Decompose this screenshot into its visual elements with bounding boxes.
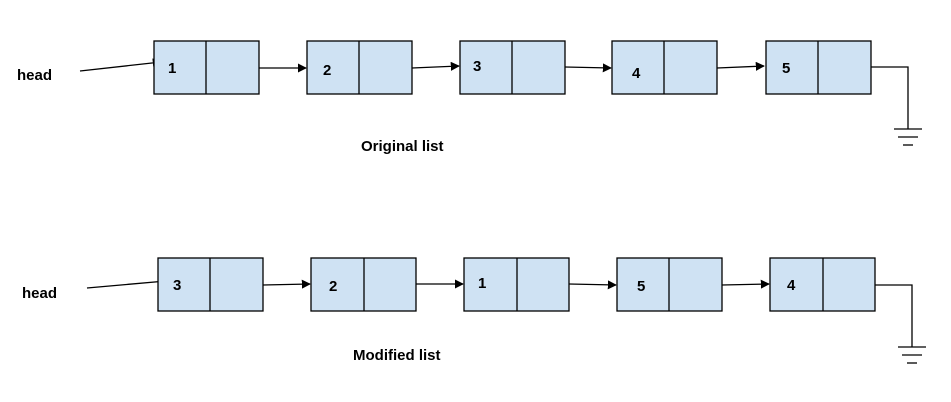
list-node: 2 bbox=[310, 257, 417, 312]
next-arrow bbox=[568, 280, 617, 290]
node-value: 3 bbox=[473, 58, 481, 75]
null-ground-icon bbox=[871, 66, 922, 146]
next-arrow bbox=[564, 63, 612, 73]
node-value: 2 bbox=[323, 62, 331, 79]
next-arrow bbox=[716, 61, 765, 71]
head-pointer-arrow bbox=[86, 277, 167, 289]
node-value: 3 bbox=[173, 277, 181, 294]
node-value: 4 bbox=[632, 65, 641, 82]
list-caption: Original list bbox=[361, 138, 444, 155]
list-node: 1 bbox=[153, 40, 260, 95]
head-label: head bbox=[22, 285, 57, 302]
original-list: head 1 2 3 4 5 bbox=[17, 40, 922, 155]
list-node: 1 bbox=[463, 257, 570, 312]
list-node: 3 bbox=[459, 40, 566, 95]
node-value: 4 bbox=[787, 277, 796, 294]
list-node: 2 bbox=[306, 40, 413, 95]
list-node: 5 bbox=[616, 257, 723, 312]
node-value: 1 bbox=[168, 60, 176, 77]
node-value: 5 bbox=[782, 60, 790, 77]
head-label: head bbox=[17, 67, 52, 84]
head-pointer-arrow bbox=[79, 58, 162, 72]
node-value: 2 bbox=[329, 278, 337, 295]
null-ground-icon bbox=[875, 284, 926, 364]
node-value: 5 bbox=[637, 278, 645, 295]
next-arrow bbox=[262, 279, 311, 289]
next-arrow bbox=[411, 61, 460, 71]
node-value: 1 bbox=[478, 275, 486, 292]
list-node: 4 bbox=[769, 257, 876, 312]
list-caption: Modified list bbox=[353, 347, 441, 364]
list-node: 5 bbox=[765, 40, 872, 95]
list-node: 3 bbox=[157, 257, 264, 312]
modified-list: head 3 2 1 5 4 bbox=[22, 257, 926, 364]
next-arrow bbox=[721, 279, 770, 289]
list-node: 4 bbox=[611, 40, 718, 95]
